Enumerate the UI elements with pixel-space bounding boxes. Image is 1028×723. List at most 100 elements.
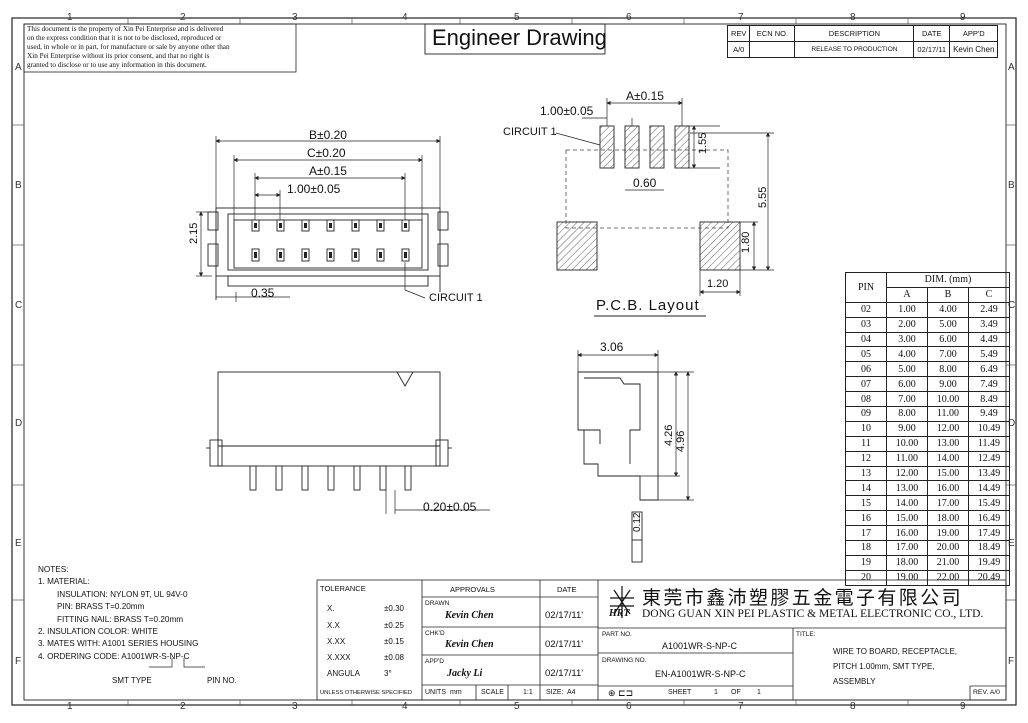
tol-value: ±0.15 [384, 637, 404, 646]
appd-header: APP'D [949, 25, 999, 42]
notice-box [23, 23, 297, 73]
dim-cell: 21.00 [927, 554, 969, 571]
side-depth-label: 3.06 [600, 340, 624, 354]
description-header: DESCRIPTION [794, 25, 915, 42]
dim-cell: 4.00 [927, 301, 969, 318]
zone-top-4: 4 [402, 12, 408, 23]
front-pin-marks [254, 223, 407, 258]
dim-cell: 10.49 [968, 420, 1010, 437]
dim-cell: 12.49 [968, 450, 1010, 467]
zone-right-c: C [1008, 300, 1016, 311]
dim-cell: 4.49 [968, 331, 1010, 348]
dim-cell: 7.00 [927, 346, 969, 363]
dim-cell: 11.00 [886, 450, 928, 467]
note-item: PIN: BRASS T=0.20mm [57, 602, 145, 612]
zone-left-d: D [15, 418, 23, 429]
zone-bottom-8: 8 [850, 701, 856, 712]
appd-name: Jacky Li [447, 668, 483, 679]
notice-line: on the express condition that it is not … [27, 34, 222, 42]
zone-top-8: 8 [850, 12, 856, 23]
front-circuit-label: CIRCUIT 1 [429, 292, 483, 304]
notes-heading: NOTES: [38, 565, 69, 574]
pcb-outline [565, 149, 729, 229]
zone-bottom-3: 3 [292, 701, 298, 712]
zone-left-b: B [15, 180, 22, 191]
appd-date: 02/17/11' [545, 668, 584, 679]
zone-left-a: A [15, 62, 22, 73]
dim-cell: 14.00 [927, 450, 969, 467]
pin-count-cell: 14 [845, 480, 887, 497]
ecn-value [749, 41, 796, 58]
tol-value: 3° [384, 669, 392, 678]
pin-no-label: PIN NO. [207, 676, 237, 685]
sheet-label: SHEET [668, 689, 692, 696]
rev-header: REV [726, 25, 751, 42]
dim-cell: 2.49 [968, 301, 1010, 318]
dim-cell: 20.49 [968, 569, 1010, 586]
drawn-label: DRAWN [425, 600, 450, 607]
drawn-name: Kevin Chen [445, 610, 494, 621]
zone-bottom-5: 5 [514, 701, 520, 712]
title-label: TITLE: [796, 631, 816, 638]
pin-count-cell: 19 [845, 554, 887, 571]
zone-bottom-2: 2 [180, 701, 186, 712]
pcb-nail-h-label: 1.80 [740, 231, 752, 253]
notes-block: NOTES: 1. MATERIAL: INSULATION: NYLON 9T… [38, 564, 198, 663]
dim-cell: 2.00 [886, 316, 928, 333]
rev-value: A/0 [726, 41, 751, 58]
pin-count-cell: 10 [845, 420, 887, 437]
dim-cell: 12.00 [927, 420, 969, 437]
pin-count-cell: 06 [845, 361, 887, 378]
note-item: 3. MATES WITH: A1001 SERIES HOUSING [38, 639, 199, 649]
dim-cell: 13.49 [968, 465, 1010, 482]
pcb-dims [555, 98, 774, 317]
pin-count-cell: 07 [845, 376, 887, 393]
logo-star [610, 586, 634, 618]
front-dims [196, 136, 441, 302]
tol-value: ±0.08 [384, 653, 404, 662]
size-label: SIZE: [546, 689, 564, 696]
dim-a-label: A±0.15 [309, 164, 347, 178]
zone-top-5: 5 [514, 12, 520, 23]
pin-count-cell: 09 [845, 406, 887, 422]
dim-cell: 20.00 [927, 540, 969, 556]
approvals-date-heading: DATE [557, 585, 577, 594]
dim-header: DIM. (mm) [886, 272, 1010, 288]
dim-cell: 15.00 [886, 510, 928, 527]
ecn-header: ECN NO. [749, 25, 796, 42]
dim-offset-label: 0.35 [251, 286, 275, 300]
drawn-date: 02/17/11' [545, 610, 584, 621]
dim-cell: 17.00 [886, 540, 928, 556]
dim-cell: 16.49 [968, 510, 1010, 527]
dim-cell: 10.00 [886, 435, 928, 452]
pin-count-cell: 02 [845, 301, 887, 318]
zone-top-1: 1 [67, 12, 73, 23]
dim-cell: 16.00 [927, 480, 969, 497]
zone-right-f: F [1008, 656, 1015, 667]
tolerance-heading: TOLERANCE [320, 584, 366, 593]
dim-c-label: C±0.20 [307, 146, 346, 160]
company-name-cn: 東莞市鑫沛塑膠五金電子有限公司 [642, 588, 964, 609]
dim-cell: 3.00 [886, 331, 928, 348]
chkd-label: CHK'D [425, 630, 445, 637]
dim-cell: 12.00 [886, 465, 928, 482]
pcb-nail-w-label: 1.20 [707, 278, 729, 290]
scale-label: SCALE [481, 689, 504, 696]
tol-key: ANGULA [327, 669, 360, 678]
units-value: mm [450, 689, 462, 696]
side-h2-label: 4.96 [675, 430, 687, 452]
dim-cell: 3.49 [968, 316, 1010, 333]
pcb-circuit-label: CIRCUIT 1 [503, 126, 557, 138]
date-value: 02/17/11 [913, 41, 951, 58]
dim-cell: 13.00 [886, 480, 928, 497]
dim-cell: 5.49 [968, 346, 1010, 363]
dim-cell: 14.00 [886, 495, 928, 512]
